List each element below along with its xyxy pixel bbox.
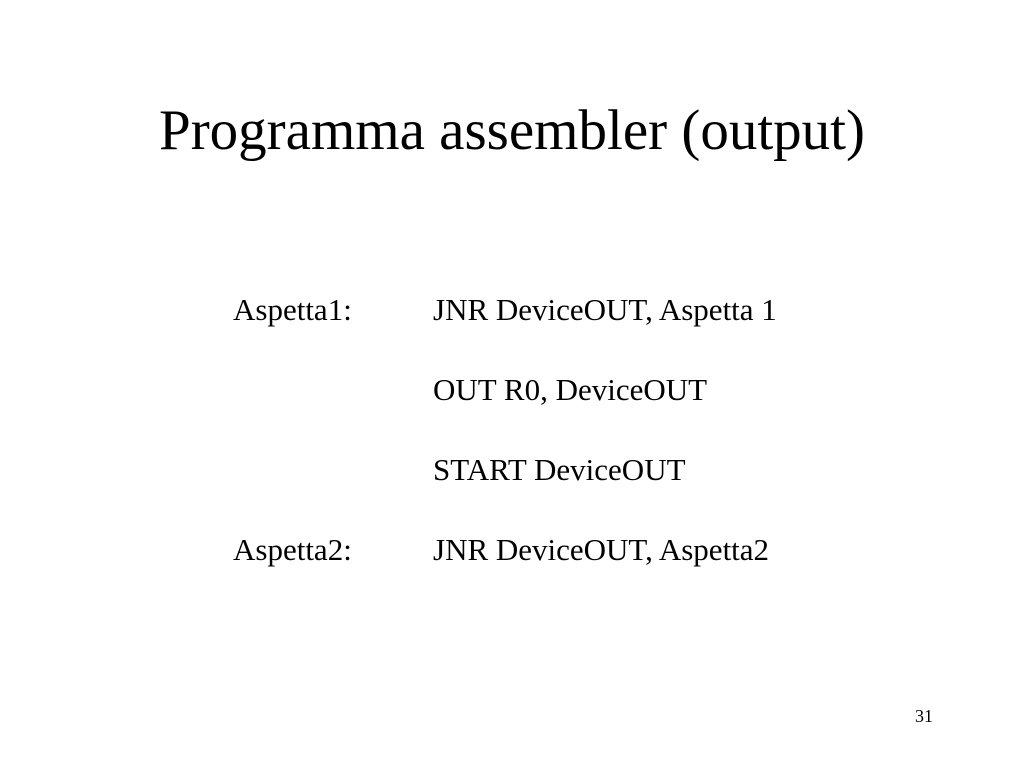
code-line-instruction: OUT R0, DeviceOUT [433, 372, 708, 407]
code-line-instruction: JNR DeviceOUT, Aspetta 1 [433, 292, 777, 327]
code-line: OUT R0, DeviceOUT [233, 372, 973, 452]
code-line-label: Aspetta1: [233, 292, 352, 327]
assembler-listing: Aspetta1: JNR DeviceOUT, Aspetta 1 OUT R… [233, 292, 973, 612]
code-line: START DeviceOUT [233, 452, 973, 532]
code-line-label: Aspetta2: [233, 532, 352, 567]
code-line-instruction: START DeviceOUT [433, 452, 686, 487]
page-number: 31 [915, 706, 933, 726]
code-line-instruction: JNR DeviceOUT, Aspetta2 [433, 532, 770, 567]
code-line: Aspetta1: JNR DeviceOUT, Aspetta 1 [233, 292, 973, 372]
code-line: Aspetta2: JNR DeviceOUT, Aspetta2 [233, 532, 973, 612]
page-title: Programma assembler (output) [159, 99, 865, 162]
